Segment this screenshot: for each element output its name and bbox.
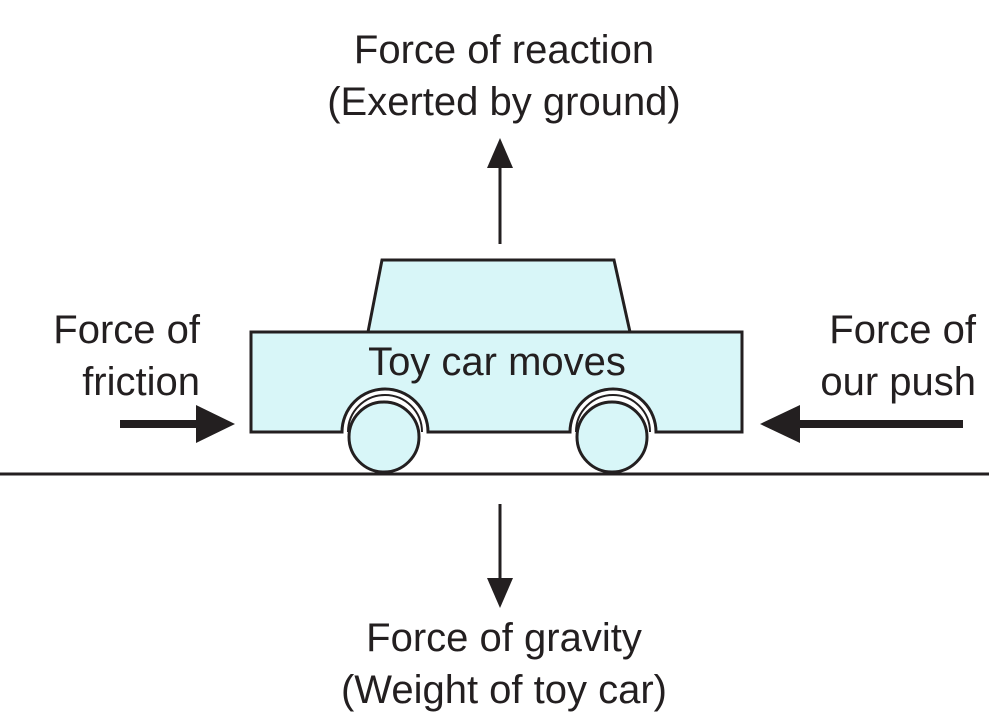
reaction-label-line1: Force of reaction	[353, 28, 655, 72]
front-wheel-arch	[575, 394, 651, 433]
gravity-label-line1: Force of gravity	[366, 616, 642, 660]
friction-label-line2: friction	[82, 360, 200, 404]
rear-wheel-arch	[347, 394, 423, 433]
friction-label-line1: Force of	[53, 308, 200, 352]
reaction-arrow	[487, 138, 513, 244]
gravity-arrow	[487, 504, 513, 608]
push-label-line2: our push	[820, 360, 976, 404]
reaction-label-line2: (Exerted by ground)	[327, 80, 681, 124]
car-caption-text: Toy car moves	[368, 340, 626, 384]
rear-wheel	[347, 400, 421, 474]
push-force-label: Force of our push	[780, 304, 976, 408]
car-roof	[366, 258, 632, 334]
front-wheel	[575, 400, 649, 474]
car-caption: Toy car moves	[252, 336, 742, 388]
push-label-line1: Force of	[829, 308, 976, 352]
friction-arrow	[120, 405, 235, 443]
friction-force-label: Force of friction	[10, 304, 200, 408]
push-arrow	[760, 405, 963, 443]
reaction-force-label: Force of reaction (Exerted by ground)	[254, 24, 754, 128]
car-body	[249, 330, 744, 434]
gravity-force-label: Force of gravity (Weight of toy car)	[254, 612, 754, 716]
gravity-label-line2: (Weight of toy car)	[340, 668, 668, 712]
